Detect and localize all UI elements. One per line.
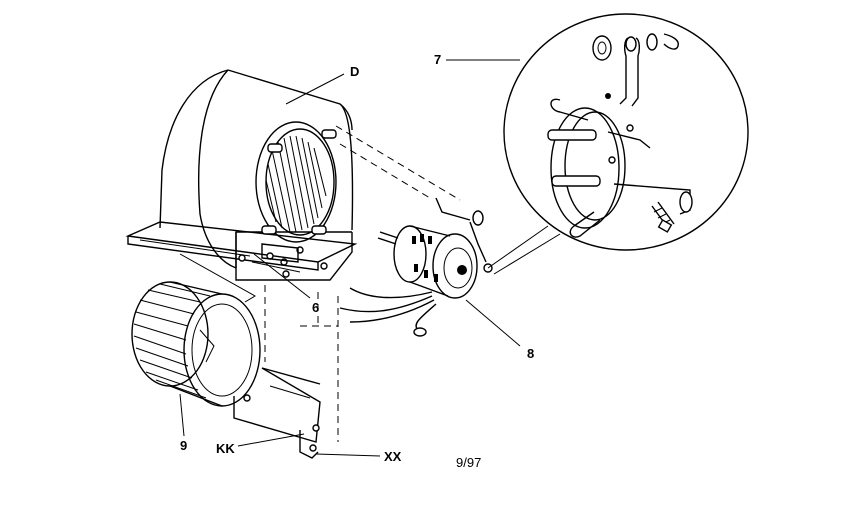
callout-bracket: 6 (312, 300, 319, 315)
motor-bracket (251, 243, 301, 273)
wheel-blades (133, 283, 211, 399)
date-code: 9/97 (456, 455, 481, 470)
callout-housing: D (350, 64, 359, 79)
motor-wires (339, 287, 437, 337)
blower-motor (339, 197, 493, 337)
blower-housing (125, 69, 358, 303)
blower-wheel (131, 281, 261, 407)
callout-wheel: 9 (180, 438, 187, 453)
cutoff-plate (233, 367, 321, 459)
mount-detail-inset (487, 13, 749, 275)
alignment-lines (264, 125, 461, 442)
housing-inlet-hatching (265, 135, 327, 233)
callout-screw: XX (384, 449, 402, 464)
callout-motor: 8 (527, 346, 534, 361)
motor-vents (412, 234, 438, 282)
callout-mount-detail: 7 (434, 52, 441, 67)
leader-lines (179, 59, 521, 457)
callout-cutoff-plate: KK (216, 441, 235, 456)
